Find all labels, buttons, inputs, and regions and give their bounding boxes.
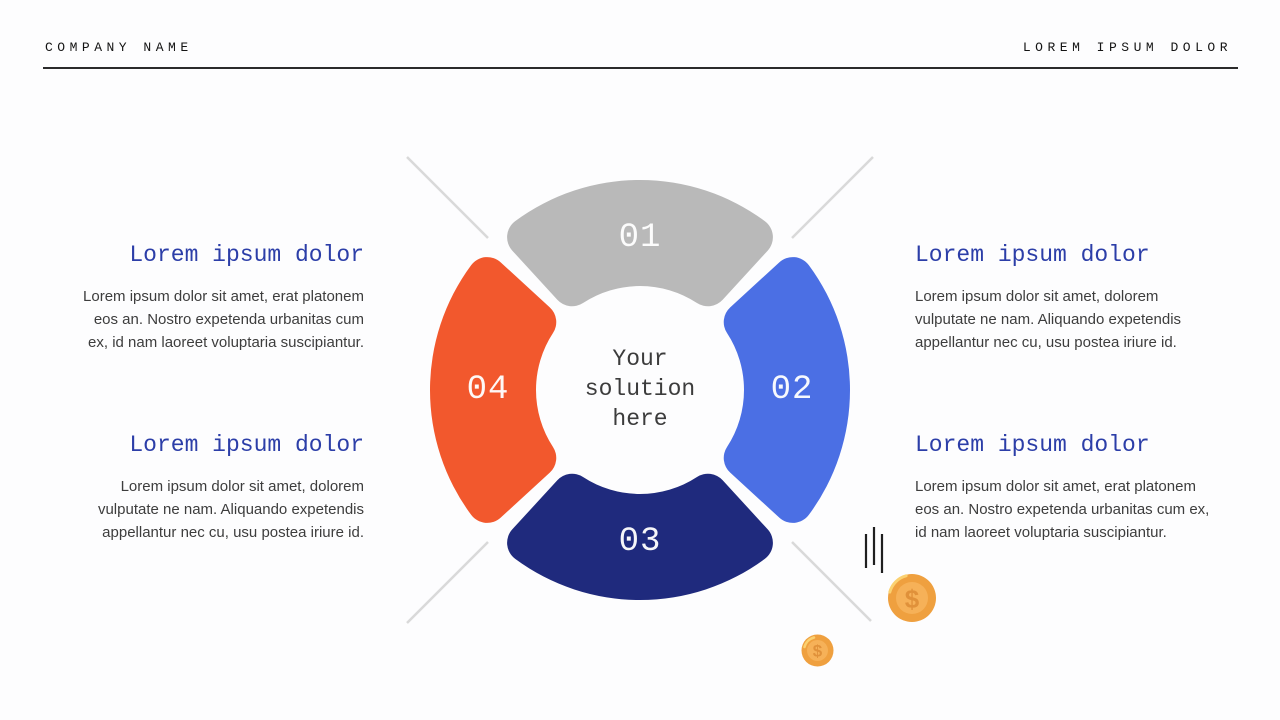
text-block-right-top: Lorem ipsum dolor Lorem ipsum dolor sit … [915, 243, 1255, 354]
diagram-segment-02 [723, 257, 850, 523]
company-name: COMPANY NAME [45, 40, 193, 55]
block-line: appellantur nec cu, usu postea iriure id… [915, 334, 1177, 351]
solution-diagram: 01 02 03 04 $ $ [406, 156, 936, 667]
header-divider [43, 67, 1238, 69]
block-line: eos an. Nostro expetenda urbanitas cum e… [915, 501, 1210, 518]
diagram-segment-03 [507, 473, 773, 600]
block-line: Lorem ipsum dolor sit amet, erat platone… [915, 478, 1196, 495]
diagram-center-text: Your solution here [584, 346, 696, 432]
text-block-left-bottom: Lorem ipsum dolor Lorem ipsum dolor sit … [24, 433, 364, 544]
coin-icon-large: $ [888, 574, 936, 622]
block-line: ex, id nam laoreet voluptaria suscipiant… [88, 334, 364, 351]
coin-icon-small: $ [801, 634, 834, 667]
motion-lines-icon [864, 527, 884, 573]
cross-line-bottom-left [406, 541, 489, 624]
diagram-segments: 01 02 03 04 [430, 180, 850, 600]
block-title: Lorem ipsum dolor [129, 242, 364, 268]
diagram-segment-04 [430, 257, 557, 523]
cross-line-top-right [791, 156, 874, 239]
block-line: vulputate ne nam. Aliquando expetendis [97, 501, 364, 518]
segment-number-03: 03 [619, 523, 662, 561]
dollar-icon: $ [813, 642, 823, 661]
coin-face [807, 640, 828, 661]
segment-number-02: 02 [771, 371, 814, 409]
block-line: vulputate ne nam. Aliquando expetendis [915, 311, 1182, 328]
text-block-left-top: Lorem ipsum dolor Lorem ipsum dolor sit … [24, 243, 364, 354]
coin-highlight [888, 574, 908, 594]
cross-line-bottom-right [791, 541, 872, 622]
coin-highlight [803, 636, 816, 649]
segment-number-01: 01 [619, 219, 662, 257]
coin-face [896, 582, 928, 614]
block-title: Lorem ipsum dolor [129, 432, 364, 458]
text-block-right-bottom: Lorem ipsum dolor Lorem ipsum dolor sit … [915, 433, 1255, 544]
block-line: appellantur nec cu, usu postea iriure id… [102, 524, 364, 541]
dollar-icon: $ [905, 584, 920, 614]
header-right-label: LOREM IPSUM DOLOR [1022, 40, 1232, 55]
segment-number-04: 04 [467, 371, 510, 409]
cross-line-top-left [406, 156, 489, 239]
block-title: Lorem ipsum dolor [915, 432, 1150, 458]
block-line: Lorem ipsum dolor sit amet, dolorem [120, 478, 364, 495]
block-line: Lorem ipsum dolor sit amet, dolorem [915, 288, 1159, 305]
diagram-segment-01 [507, 180, 773, 307]
block-line: Lorem ipsum dolor sit amet, erat platone… [83, 288, 364, 305]
block-line: id nam laoreet voluptaria suscipiantur. [915, 524, 1167, 541]
block-line: eos an. Nostro expetenda urbanitas cum [93, 311, 364, 328]
block-title: Lorem ipsum dolor [915, 242, 1150, 268]
diagonal-cross-lines [406, 156, 874, 624]
